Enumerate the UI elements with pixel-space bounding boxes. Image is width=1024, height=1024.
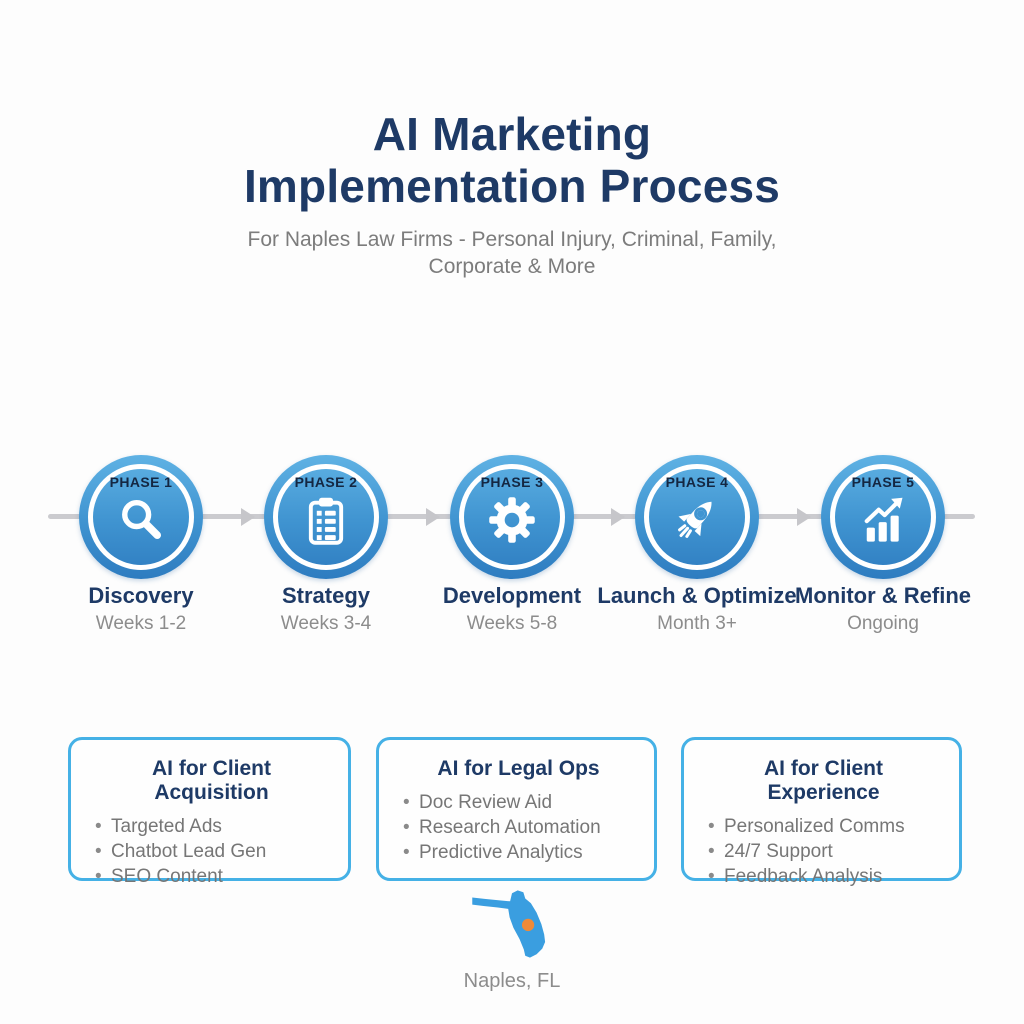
chart-icon [857,494,909,551]
phase-duration: Ongoing [847,613,919,634]
phase-1-badge: PHASE 1 [109,474,173,490]
rocket-icon [671,494,723,551]
list-item: Research Automation [401,815,636,840]
list-item: Targeted Ads [93,814,330,839]
phase-name: Strategy [281,583,371,608]
phase-5: PHASE 5 Monitor & Refine Ongoing [795,455,971,634]
phase-duration: Weeks 3-4 [280,613,372,634]
box-client-experience: AI for Client Experience Personalized Co… [681,737,962,889]
magnifier-icon [115,494,167,551]
list-item: Chatbot Lead Gen [93,839,330,864]
location-marker-dot [521,918,535,932]
arrow-right-icon [797,508,811,526]
feature-boxes: AI for Client Acquisition Targeted Ads C… [0,737,1024,889]
phase-timeline: PHASE 1 Discovery Weeks 1-2 PHASE 2 [0,455,1024,635]
arrow-right-icon [241,508,255,526]
phase-duration: Month 3+ [657,613,737,634]
box-title: AI for Legal Ops [437,757,600,780]
phase-ring [459,464,565,570]
phase-5-label: Monitor & Refine Ongoing [795,583,971,635]
phase-ring [88,464,194,570]
page-title-line-2: Implementation Process [243,160,781,212]
arrow-right-icon [426,508,440,526]
phase-3: PHASE 3 [443,455,581,634]
florida-map-icon [469,889,555,959]
phase-1: PHASE 1 Discovery Weeks 1-2 [79,455,203,634]
phase-ring [273,464,379,570]
page-title-line-1: AI Marketing [372,108,652,160]
phase-4: PHASE 4 [597,455,797,634]
phase-ring [830,464,936,570]
location-label: Naples, FL [463,970,561,992]
phase-2: PHASE 2 [264,455,388,634]
phase-duration: Weeks 1-2 [95,613,187,634]
phase-name: Discovery [88,583,194,608]
phase-name: Development [442,583,582,608]
page-subtitle: For Naples Law Firms - Personal Injury, … [247,228,777,278]
phase-4-circle: PHASE 4 [635,455,759,579]
phase-name: Launch & Optimize [597,583,797,608]
phase-5-badge: PHASE 5 [851,474,915,490]
phase-1-label: Discovery Weeks 1-2 [88,583,193,635]
list-item: 24/7 Support [706,839,941,864]
phase-3-label: Development Weeks 5-8 [443,583,581,635]
phase-ring [644,464,750,570]
box-list: Doc Review Aid Research Automation Predi… [401,790,636,865]
list-item: Predictive Analytics [401,840,636,865]
phase-1-circle: PHASE 1 [79,455,203,579]
list-item: Personalized Comms [706,814,941,839]
arrow-right-icon [611,508,625,526]
list-item: Doc Review Aid [401,790,636,815]
header: AI Marketing Implementation Process For … [0,108,1024,280]
phase-5-circle: PHASE 5 [821,455,945,579]
box-title: AI for Client Experience [764,757,883,804]
phase-4-label: Launch & Optimize Month 3+ [597,583,796,635]
phase-3-circle: PHASE 3 [450,455,574,579]
location-footer: Naples, FL [0,889,1024,993]
box-list: Targeted Ads Chatbot Lead Gen SEO Conten… [93,814,330,889]
box-title: AI for Client Acquisition [152,757,271,804]
phase-2-label: Strategy Weeks 3-4 [281,583,371,635]
phase-2-badge: PHASE 2 [294,474,358,490]
list-item: Feedback Analysis [706,864,941,889]
phase-duration: Weeks 5-8 [466,613,558,634]
phase-2-circle: PHASE 2 [264,455,388,579]
phase-4-badge: PHASE 4 [665,474,729,490]
box-list: Personalized Comms 24/7 Support Feedback… [706,814,941,889]
box-client-acquisition: AI for Client Acquisition Targeted Ads C… [68,737,351,889]
phase-3-badge: PHASE 3 [480,474,544,490]
list-item: SEO Content [93,864,330,889]
gear-icon [486,494,538,551]
box-legal-ops: AI for Legal Ops Doc Review Aid Research… [376,737,657,881]
clipboard-icon [300,494,352,551]
phase-name: Monitor & Refine [795,583,971,608]
